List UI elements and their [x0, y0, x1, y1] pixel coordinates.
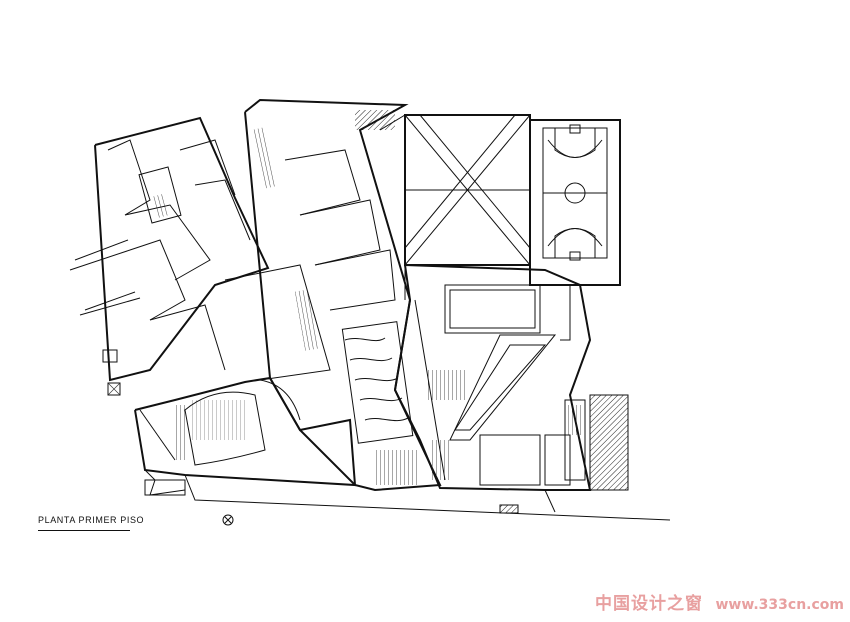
left-wing: [69, 116, 270, 396]
watermark-url: www.333cn.com: [715, 597, 844, 613]
hatched-area: [589, 394, 629, 491]
north-arrow-icon: [222, 514, 234, 526]
central-building: [224, 98, 442, 492]
site-boundary: [184, 474, 671, 521]
auditorium: [134, 376, 357, 496]
basketball-court: [529, 119, 621, 286]
drawing-title: PLANTA PRIMER PISO: [38, 515, 145, 525]
title-underline: [38, 530, 130, 531]
watermark: 中国设计之窗 www.333cn.com: [595, 589, 844, 614]
school-block: [393, 264, 592, 491]
watermark-chinese: 中国设计之窗: [595, 594, 703, 614]
